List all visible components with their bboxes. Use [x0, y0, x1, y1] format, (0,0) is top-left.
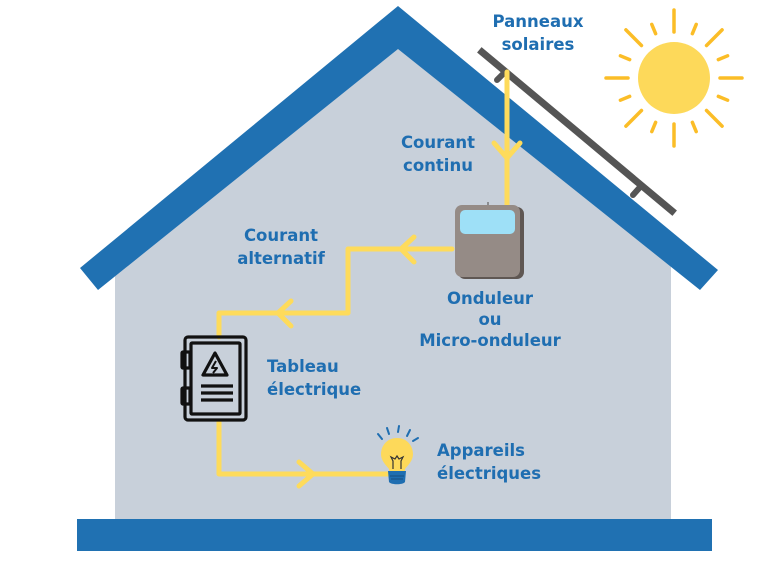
label-line: électriques [437, 464, 542, 483]
electrical-panel-icon [180, 335, 248, 422]
sun-ray [704, 108, 724, 128]
label-solar-panels: Panneaux solaires [478, 10, 598, 56]
sun-ray [716, 94, 730, 102]
sun-ray [618, 94, 632, 102]
current-lines [216, 69, 523, 489]
label-line: Appareils [437, 441, 525, 460]
sun-ray [690, 22, 698, 36]
alternating-current-arrow-2 [275, 298, 294, 329]
light-bulb-icon [377, 425, 419, 485]
label-line: solaires [501, 35, 575, 54]
label-line: ou [478, 310, 502, 329]
label-line: Micro-onduleur [419, 331, 561, 350]
solar-panel-icon [477, 47, 677, 216]
label-line: Courant [400, 133, 476, 152]
sun-ray [650, 22, 658, 36]
label-line: Panneaux [492, 12, 584, 31]
direct-current-arrow [491, 140, 523, 161]
label-line: électrique [267, 380, 362, 399]
sun-ray [650, 120, 658, 134]
label-inverter: Onduleur ou Micro-onduleur [410, 288, 570, 351]
sun-ray [690, 120, 698, 134]
sun-ray [624, 28, 644, 48]
label-line: Onduleur [446, 289, 534, 308]
label-electrical-panel: Tableau électrique [267, 355, 361, 401]
label-line: continu [403, 156, 473, 175]
sun-ray [716, 54, 730, 62]
alternating-current-arrow-3 [296, 459, 316, 489]
label-appliances: Appareils électriques [437, 439, 541, 485]
alternating-current-line-2 [216, 419, 395, 477]
sun-icon [604, 8, 744, 148]
sun-ray [618, 54, 632, 62]
house-base [77, 519, 712, 551]
label-line: Courant [243, 226, 319, 245]
sun-ray [624, 108, 644, 128]
sun-disc [638, 42, 710, 114]
alternating-current-arrow-1 [398, 234, 417, 265]
high-voltage-icon [201, 351, 229, 377]
label-direct-current: Courant continu [388, 131, 488, 177]
alternating-current-line-1 [216, 246, 455, 340]
sun-ray [704, 28, 724, 48]
inverter-icon [455, 202, 524, 279]
label-alternating-current: Courant alternatif [226, 224, 336, 270]
label-line: alternatif [237, 249, 325, 268]
label-line: Tableau [267, 357, 339, 376]
